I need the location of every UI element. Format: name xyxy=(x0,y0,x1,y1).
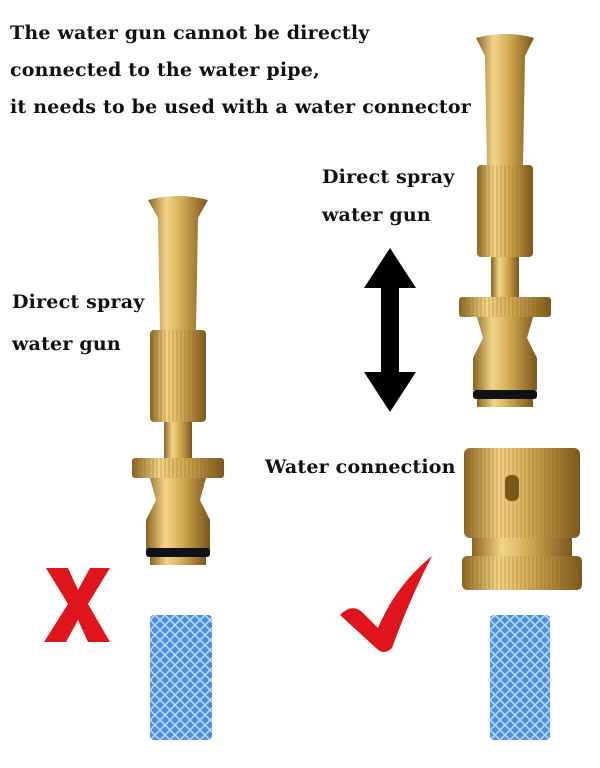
right-hose xyxy=(490,615,550,740)
red-check-icon xyxy=(340,556,432,652)
water-connector xyxy=(462,448,582,590)
left-gun-label-1: Direct spray xyxy=(12,291,145,313)
right-gun-label-1: Direct spray xyxy=(322,166,455,188)
right-gun-label-2: water gun xyxy=(322,204,431,226)
connector-label: Water connection xyxy=(265,456,456,478)
right-spray-gun xyxy=(459,34,551,407)
left-spray-gun xyxy=(132,196,224,565)
double-arrow-vertical-icon xyxy=(364,248,416,412)
heading-line-1: The water gun cannot be directly xyxy=(10,22,370,44)
red-x-icon xyxy=(44,568,110,642)
heading-line-2: connected to the water pipe, xyxy=(10,59,320,81)
heading-line-3: it needs to be used with a water connect… xyxy=(10,96,471,118)
left-gun-label-2: water gun xyxy=(12,333,121,355)
left-hose xyxy=(150,615,212,740)
